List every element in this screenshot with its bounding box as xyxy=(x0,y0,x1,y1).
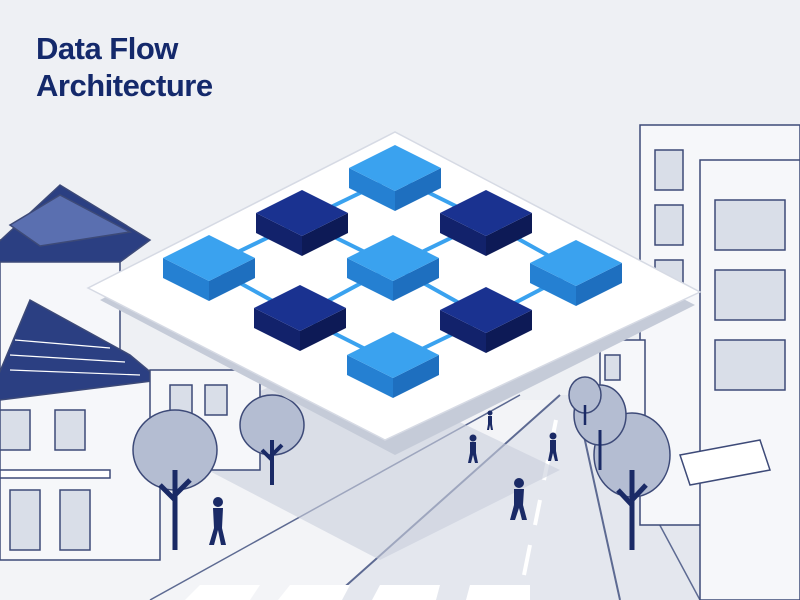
node-upper-left xyxy=(256,190,348,256)
node-top xyxy=(349,145,441,211)
pedestrian xyxy=(548,432,558,461)
trees xyxy=(132,376,671,550)
crosswalk xyxy=(185,585,530,600)
page-title: Data Flow Architecture xyxy=(36,31,213,103)
node-bottom xyxy=(347,332,439,398)
tree xyxy=(239,394,305,485)
pedestrian xyxy=(209,497,226,545)
pedestrian xyxy=(468,434,478,463)
tree xyxy=(132,409,218,550)
node-upper-right xyxy=(440,190,532,256)
tree xyxy=(568,376,602,425)
pedestrian xyxy=(487,410,493,430)
pedestrians xyxy=(209,410,558,545)
node-left xyxy=(163,235,255,301)
pedestrian xyxy=(510,478,527,520)
node-lower-left xyxy=(254,285,346,351)
diagram-nodes xyxy=(163,145,622,398)
node-center xyxy=(347,235,439,301)
node-right xyxy=(530,240,622,306)
node-lower-right xyxy=(440,287,532,353)
left-buildings xyxy=(0,184,261,561)
